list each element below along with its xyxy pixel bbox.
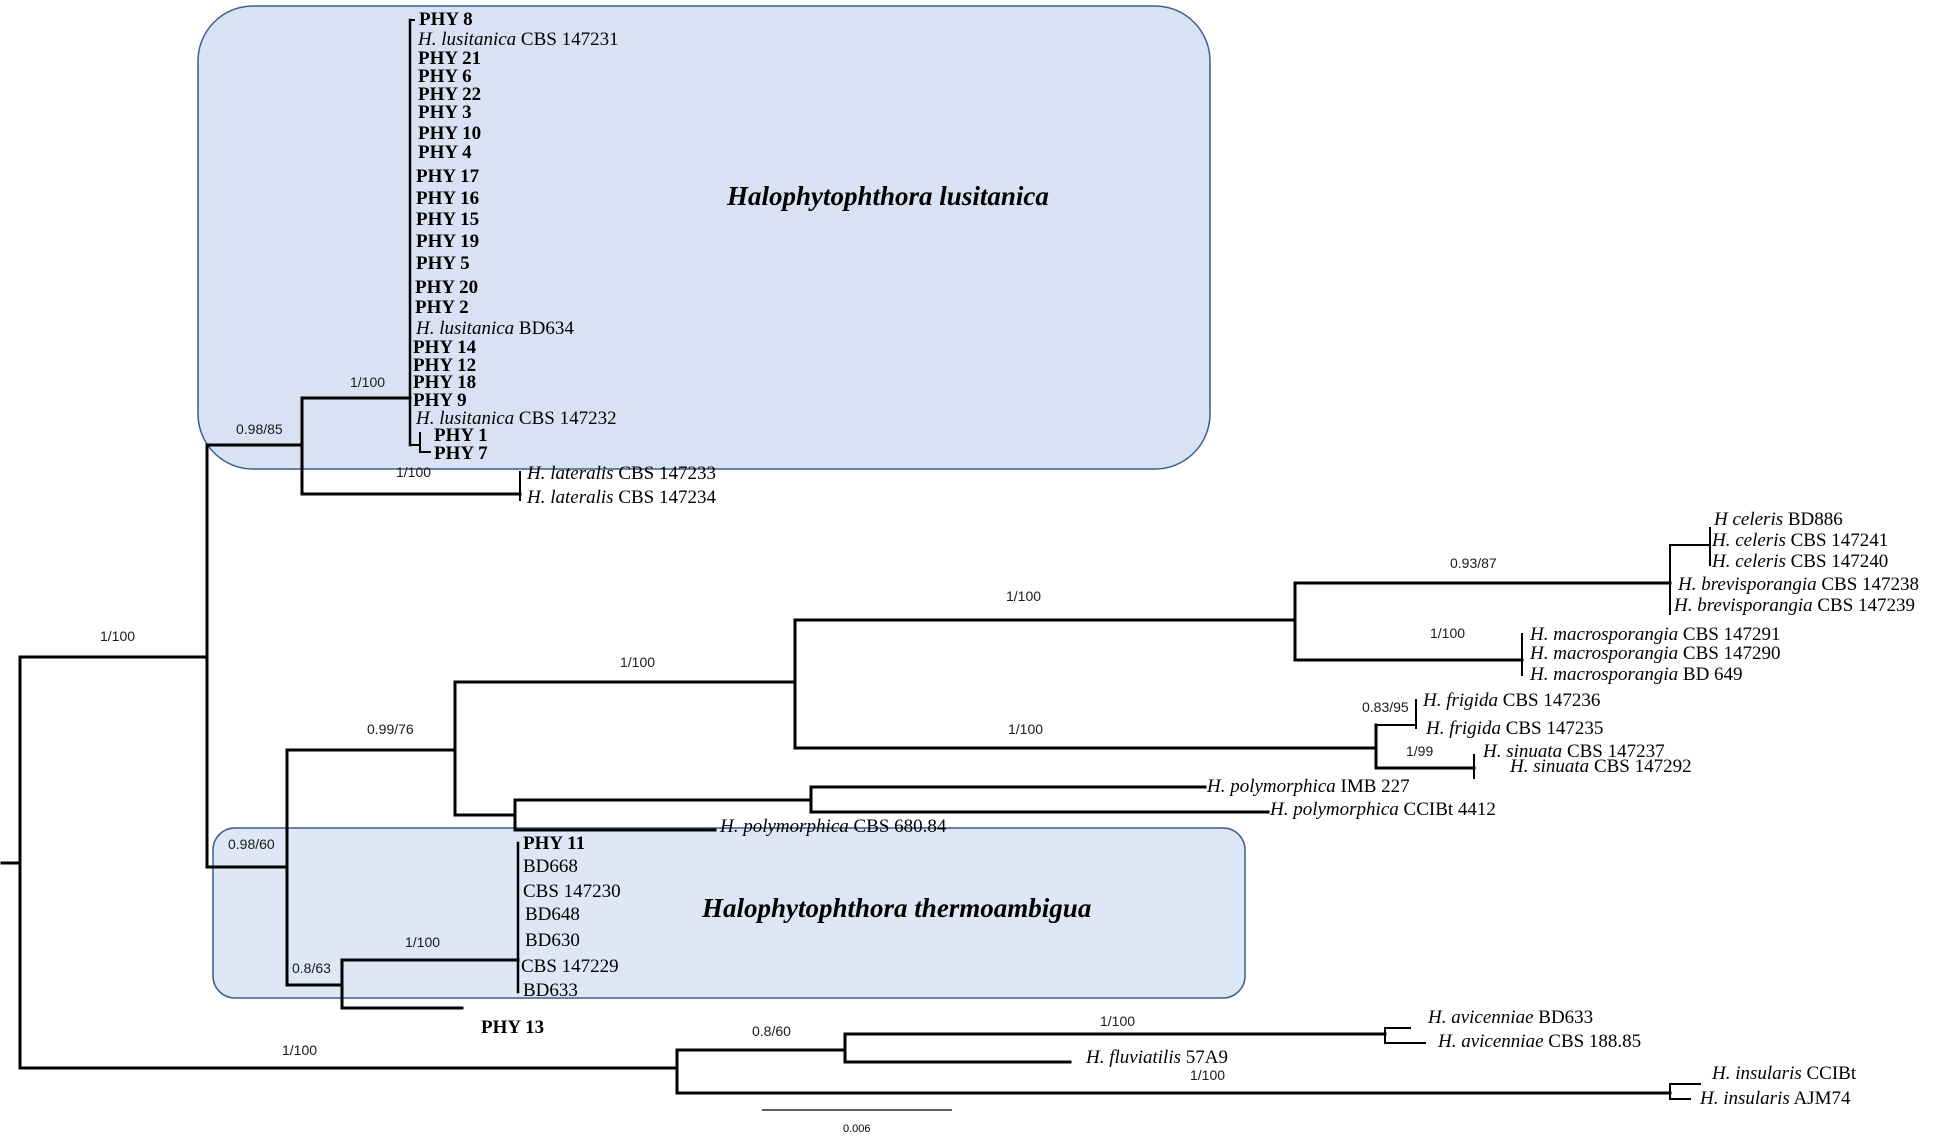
tip-label: BD648 [525, 904, 580, 925]
tip-label: PHY 20 [415, 277, 478, 298]
tip-label: H. frigida CBS 147235 [1425, 718, 1603, 739]
branches [0, 18, 1711, 1100]
tip-label: PHY 9 [413, 390, 467, 411]
support-label: 0.83/95 [1362, 699, 1409, 715]
tip-label: PHY 21 [418, 48, 481, 69]
tip-label: PHY 17 [416, 166, 480, 187]
tip-label: H. polymorphica IMB 227 [1206, 776, 1410, 797]
tip-label: H. polymorphica CCIBt 4412 [1269, 799, 1496, 820]
support-label: 0.98/60 [228, 836, 275, 852]
clade-title-thermoambigua: Halophytophthora thermoambigua [701, 893, 1091, 923]
support-label: 0.8/63 [292, 960, 331, 976]
tip-label: H. macrosporangia BD 649 [1529, 664, 1743, 685]
tip-label: PHY 22 [418, 84, 481, 105]
tip-label: H. lusitanica CBS 147231 [417, 29, 619, 50]
tip-label: H. insularis CCIBt [1711, 1063, 1857, 1084]
support-label: 1/100 [1100, 1013, 1135, 1029]
support-label: 0.8/60 [752, 1023, 791, 1039]
tip-label: PHY 11 [523, 833, 585, 854]
tip-label: PHY 19 [416, 231, 479, 252]
tip-label: PHY 8 [419, 9, 473, 30]
tip-label: PHY 1 [434, 425, 488, 446]
support-label: 1/100 [396, 464, 431, 480]
tip-label: H. lusitanica CBS 147232 [415, 408, 617, 429]
support-label: 1/100 [1430, 625, 1465, 641]
tip-label: PHY 2 [415, 297, 469, 318]
clade-box-thermoambigua [212, 827, 1246, 999]
tip-label: H. lateralis CBS 147233 [526, 463, 716, 484]
support-label: 0.98/85 [236, 421, 283, 437]
tip-label: H. macrosporangia CBS 147290 [1529, 643, 1781, 664]
support-label: 1/100 [405, 934, 440, 950]
tip-label: PHY 6 [418, 66, 472, 87]
tip-label: H. frigida CBS 147236 [1422, 690, 1600, 711]
tip-label: BD633 [523, 980, 578, 1001]
tip-label: H. lusitanica BD634 [415, 318, 574, 339]
tip-label: PHY 5 [416, 253, 470, 274]
tip-label: H. insularis AJM74 [1699, 1088, 1851, 1109]
tip-label: PHY 13 [481, 1017, 544, 1038]
support-label: 1/100 [282, 1042, 317, 1058]
tip-label: H. celeris CBS 147241 [1711, 530, 1888, 551]
tip-label: PHY 4 [418, 142, 472, 163]
support-label: 0.93/87 [1450, 555, 1497, 571]
tip-label: PHY 16 [416, 188, 479, 209]
tip-label: H. brevisporangia CBS 147239 [1673, 595, 1915, 616]
tip-label: H. polymorphica CBS 680.84 [719, 816, 947, 837]
support-values: 1/100 0.98/85 1/100 1/100 0.93/87 1/100 … [100, 374, 1497, 1083]
support-label: 1/100 [620, 654, 655, 670]
tip-label: PHY 10 [418, 123, 481, 144]
support-label: 1/100 [1190, 1067, 1225, 1083]
tip-label: H. fluviatilis 57A9 [1085, 1047, 1228, 1068]
support-label: 0.99/76 [367, 721, 414, 737]
support-label: 1/100 [100, 628, 135, 644]
tip-label: PHY 7 [434, 443, 488, 464]
support-label: 1/100 [1008, 721, 1043, 737]
clade-box-lusitanica [197, 5, 1211, 470]
tip-label: CBS 147230 [523, 881, 621, 902]
support-label: 1/99 [1406, 743, 1433, 759]
tip-label: H. celeris CBS 147240 [1711, 551, 1888, 572]
tip-label: H. avicenniae BD633 [1427, 1007, 1593, 1028]
tip-label: H. sinuata CBS 147237 [1482, 741, 1665, 762]
tip-label: H. macrosporangia CBS 147291 [1529, 624, 1781, 645]
tip-label: CBS 147229 [521, 956, 619, 977]
tip-label: PHY 12 [413, 355, 476, 376]
tip-label: H. lateralis CBS 147234 [526, 487, 716, 508]
tip-label: H. avicenniae CBS 188.85 [1437, 1031, 1641, 1052]
tip-labels: PHY 8 H. lusitanica CBS 147231 PHY 21 PH… [413, 9, 1919, 1109]
tip-label: H celeris BD886 [1713, 509, 1843, 530]
scale-bar-label: 0.006 [843, 1123, 871, 1135]
tip-label: PHY 15 [416, 209, 479, 230]
tip-label: PHY 18 [413, 372, 476, 393]
support-label: 1/100 [1006, 588, 1041, 604]
tip-label: H. sinuata CBS 147292 [1509, 756, 1692, 777]
clade-title-lusitanica: Halophytophthora lusitanica [726, 181, 1049, 211]
tip-label: PHY 3 [418, 102, 472, 123]
tip-label: H. brevisporangia CBS 147238 [1677, 574, 1919, 595]
support-label: 1/100 [350, 374, 385, 390]
tip-label: PHY 14 [413, 337, 477, 358]
tip-label: BD630 [525, 930, 580, 951]
tip-label: BD668 [523, 856, 578, 877]
